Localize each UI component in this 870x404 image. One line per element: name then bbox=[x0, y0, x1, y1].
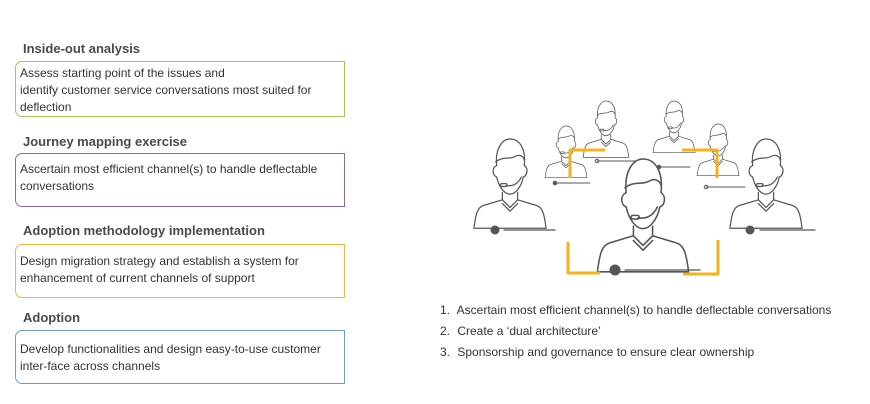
numbered-list: 1. Ascertain most efficient channel(s) t… bbox=[440, 300, 831, 363]
step-text-line: deflection bbox=[20, 100, 72, 114]
list-text: Sponsorship and governance to ensure cle… bbox=[457, 345, 755, 359]
step-text-line: enhancement of current channels of suppo… bbox=[20, 271, 255, 285]
list-text: Ascertain most efficient channel(s) to h… bbox=[456, 303, 832, 317]
agent-icon bbox=[652, 100, 696, 154]
step-text-line: identify customer service conversations … bbox=[20, 83, 312, 97]
step-text-line: Assess starting point of the issues and bbox=[20, 66, 225, 80]
step-text-line: inter-face across channels bbox=[20, 359, 161, 373]
agent-icon bbox=[729, 138, 803, 229]
step-text-line: Ascertain most efficient channel(s) to h… bbox=[20, 162, 318, 176]
focus-brackets bbox=[566, 148, 720, 276]
step-text-line: conversations bbox=[20, 179, 95, 193]
step-title-adoption-methodology: Adoption methodology implementation bbox=[23, 223, 265, 238]
list-number: 1. bbox=[440, 303, 451, 317]
agent-icon bbox=[596, 158, 690, 273]
agent-icon bbox=[473, 138, 547, 229]
agent-icon bbox=[544, 125, 588, 179]
step-box-adoption: Develop functionalities and design easy-… bbox=[15, 330, 345, 384]
call-center-agents-icon bbox=[473, 100, 816, 276]
list-item: 2. Create a ‘dual architecture’ bbox=[440, 321, 831, 342]
step-box-inside-out: Assess starting point of the issues and … bbox=[15, 61, 345, 117]
step-title-inside-out: Inside-out analysis bbox=[23, 41, 141, 56]
list-item: 1. Ascertain most efficient channel(s) t… bbox=[440, 300, 831, 321]
list-number: 2. bbox=[440, 324, 451, 338]
step-text-line: Develop functionalities and design easy-… bbox=[20, 342, 321, 356]
step-box-adoption-methodology: Design migration strategy and establish … bbox=[15, 244, 345, 298]
step-text-line: Design migration strategy and establish … bbox=[20, 254, 299, 268]
list-text: Create a ‘dual architecture’ bbox=[457, 324, 601, 338]
step-title-adoption: Adoption bbox=[23, 310, 81, 325]
step-title-journey-mapping: Journey mapping exercise bbox=[23, 134, 188, 149]
list-item: 3. Sponsorship and governance to ensure … bbox=[440, 342, 831, 363]
list-number: 3. bbox=[440, 345, 451, 359]
step-box-journey-mapping: Ascertain most efficient channel(s) to h… bbox=[15, 153, 345, 207]
